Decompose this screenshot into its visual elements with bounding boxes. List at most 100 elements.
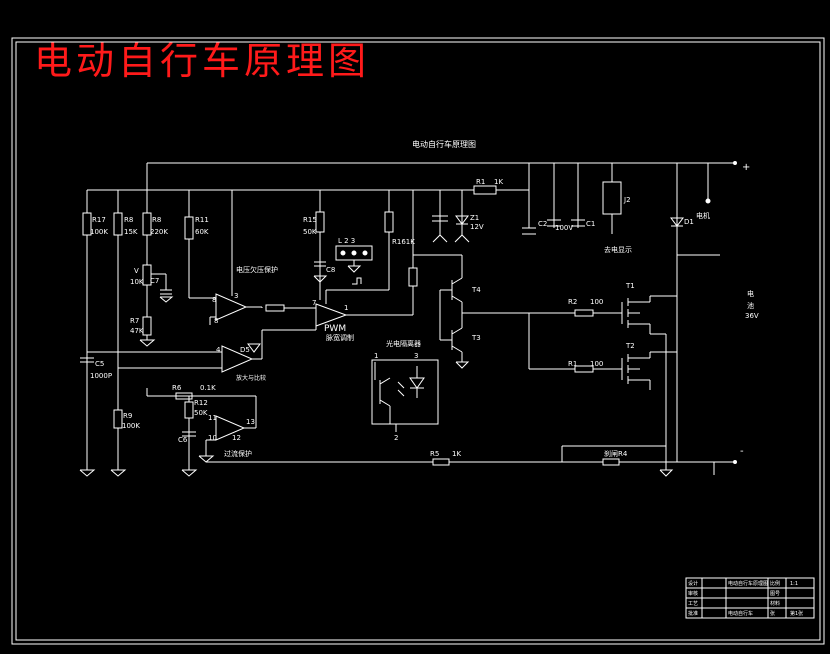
label-r6-value: 0.1K bbox=[200, 384, 216, 392]
resistor-r8a bbox=[113, 212, 123, 236]
pin-8a: 8 bbox=[212, 296, 216, 304]
label-r8a: R8 bbox=[124, 216, 133, 224]
drawing-inner-border bbox=[15, 41, 821, 641]
label-r7-value: 47K bbox=[130, 327, 144, 335]
label-mid-amp: 放大与比较 bbox=[236, 374, 266, 382]
label-r1b: R1 bbox=[568, 360, 577, 368]
optocoupler bbox=[371, 359, 439, 425]
label-c6: C6 bbox=[178, 436, 188, 444]
label-r2-value: 100 bbox=[590, 298, 603, 306]
label-motor: 电机 bbox=[696, 211, 710, 220]
svg-text:图号: 图号 bbox=[770, 591, 780, 597]
label-r7: R7 bbox=[130, 317, 139, 325]
label-t3: T3 bbox=[471, 334, 481, 342]
resistor-r15 bbox=[315, 211, 325, 233]
svg-text:第1张: 第1张 bbox=[790, 610, 803, 617]
svg-text:审核: 审核 bbox=[688, 590, 698, 597]
mosfet-t2 bbox=[621, 333, 677, 462]
pin-4: 4 bbox=[216, 346, 221, 354]
svg-text:电动自行车原理图: 电动自行车原理图 bbox=[728, 580, 768, 587]
label-battery-2: 池 bbox=[747, 301, 754, 310]
label-battery-3: 36V bbox=[745, 312, 759, 320]
label-r15: R15 bbox=[303, 216, 317, 224]
label-r11: R11 bbox=[195, 216, 209, 224]
pin-d5: D5 bbox=[240, 346, 250, 354]
label-r17-value: 100K bbox=[90, 228, 108, 236]
resistor-r7 bbox=[142, 316, 152, 336]
label-power-show: 去电显示 bbox=[604, 245, 632, 254]
comparator-undervolt bbox=[215, 293, 248, 321]
label-t4: T4 bbox=[471, 286, 481, 294]
label-r12-value: 50K bbox=[194, 409, 208, 417]
resistor-r2 bbox=[574, 309, 594, 317]
label-r1: R1 bbox=[476, 178, 485, 186]
opto-pin-2: 2 bbox=[394, 434, 398, 442]
svg-text:1:1: 1:1 bbox=[790, 581, 798, 587]
negative-terminal-label: - bbox=[740, 446, 744, 457]
label-battery-1: 电 bbox=[747, 289, 754, 298]
resistor-r12 bbox=[184, 401, 194, 419]
label-pwm-sub: 脉宽调制 bbox=[326, 333, 354, 342]
resistor-r4 bbox=[602, 458, 620, 466]
title-block bbox=[685, 577, 815, 619]
relay-j2 bbox=[602, 181, 622, 215]
label-z1-value: 12V bbox=[470, 223, 484, 231]
label-r12: R12 bbox=[194, 399, 208, 407]
label-t1: T1 bbox=[625, 282, 635, 290]
label-r8b: R8 bbox=[152, 216, 161, 224]
label-brake: 刹闸R4 bbox=[604, 450, 628, 458]
label-undervolt: 电压欠压保护 bbox=[236, 265, 278, 274]
resistor-r11 bbox=[184, 216, 194, 240]
label-d1: D1 bbox=[684, 218, 694, 226]
positive-terminal-label: + bbox=[742, 162, 750, 173]
label-r5-value: 1K bbox=[452, 450, 461, 458]
svg-text:电动自行车: 电动自行车 bbox=[728, 610, 753, 617]
label-vr-value: 10K bbox=[130, 278, 144, 286]
label-r1b-value: 100 bbox=[590, 360, 603, 368]
page-title: 电动自行车原理图 bbox=[34, 39, 371, 83]
label-r11-value: 60K bbox=[195, 228, 209, 236]
drawing-title: 电动自行车原理图 bbox=[412, 139, 476, 149]
comparator-overcurrent bbox=[215, 415, 246, 441]
svg-text:批准: 批准 bbox=[688, 610, 698, 617]
pin-8b: 8 bbox=[214, 317, 218, 325]
label-c2-value: 100V bbox=[555, 224, 573, 232]
label-r9-value: 100K bbox=[122, 422, 140, 430]
label-r1-value: 1K bbox=[494, 178, 503, 186]
pin-7: 7 bbox=[312, 299, 316, 307]
mosfet-t1 bbox=[621, 295, 677, 334]
pin-13: 13 bbox=[246, 418, 255, 426]
label-z1: Z1 bbox=[470, 214, 479, 222]
label-r6: R6 bbox=[172, 384, 182, 392]
label-t2: T2 bbox=[625, 342, 635, 350]
pin-11: 11 bbox=[208, 414, 217, 422]
svg-text:张: 张 bbox=[770, 610, 775, 617]
label-r9: R9 bbox=[123, 412, 132, 420]
label-vr: V bbox=[134, 267, 139, 275]
label-connector: L 2 3 bbox=[338, 237, 355, 245]
label-r2: R2 bbox=[568, 298, 577, 306]
resistor-r16 bbox=[384, 211, 394, 233]
label-r17: R17 bbox=[92, 216, 106, 224]
label-j2: J2 bbox=[623, 196, 631, 204]
pin-3: 3 bbox=[234, 292, 238, 300]
label-c1: C1 bbox=[586, 220, 595, 228]
label-r16: R161K bbox=[392, 238, 415, 246]
resistor-r1 bbox=[473, 185, 497, 195]
label-r5: R5 bbox=[430, 450, 439, 458]
label-r8b-value: 220K bbox=[150, 228, 168, 236]
drawing-border bbox=[11, 37, 825, 645]
svg-text:设计: 设计 bbox=[688, 580, 698, 587]
label-pwm: PWM bbox=[324, 324, 346, 334]
label-r8a-value: 15K bbox=[124, 228, 138, 236]
pin-1: 1 bbox=[344, 304, 348, 312]
svg-text:材料: 材料 bbox=[770, 600, 780, 607]
comparator-pwm bbox=[315, 303, 348, 327]
amplifier-feedback bbox=[221, 345, 254, 373]
label-c5: C5 bbox=[95, 360, 104, 368]
opto-pin-1: 1 bbox=[374, 352, 378, 360]
opto-pin-3: 3 bbox=[414, 352, 418, 360]
title-block-text: 设计 电动自行车原理图 比例 1:1 审核 图号 工艺 材料 批准 电动自行车 … bbox=[688, 580, 803, 617]
resistor-r9 bbox=[113, 409, 123, 429]
